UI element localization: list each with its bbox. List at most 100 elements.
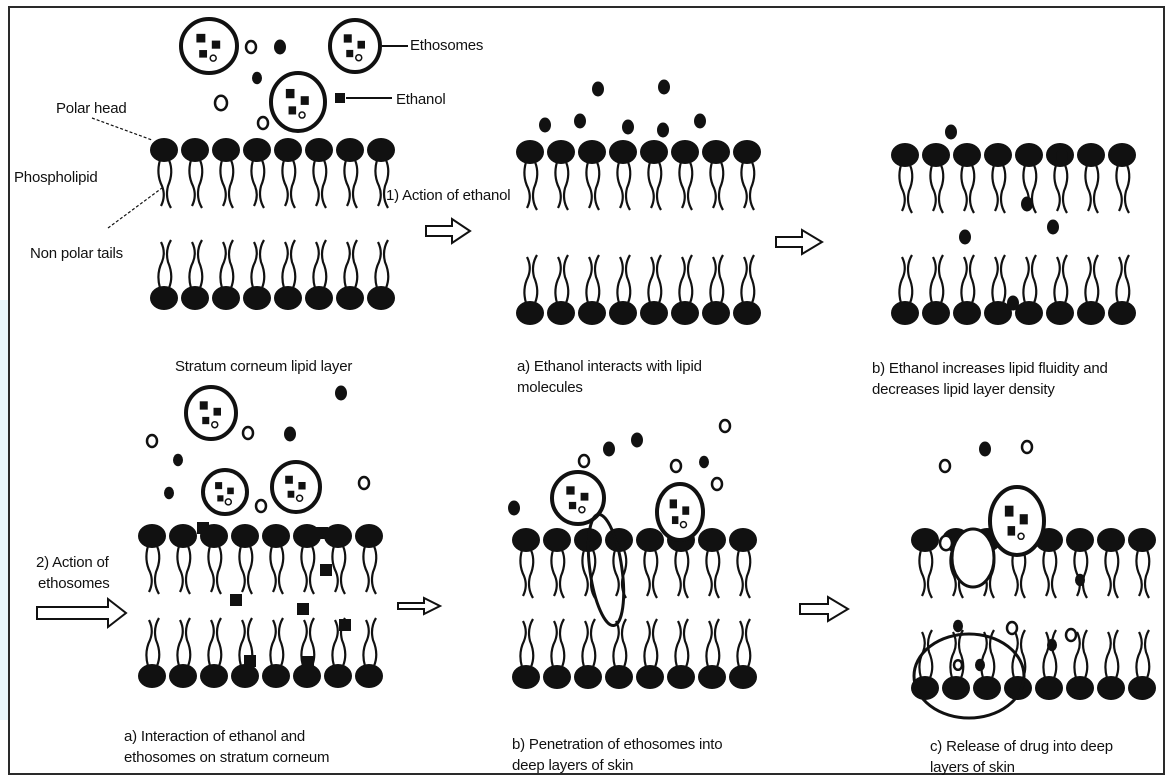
ethanol-molecule: [579, 455, 589, 467]
lipid-tail: [591, 619, 595, 667]
lipid-tail: [344, 160, 349, 206]
lipid-tail: [198, 160, 202, 208]
polar-head: [578, 140, 606, 164]
polar-head: [702, 140, 730, 164]
ethosome-membrane: [657, 484, 703, 540]
ethanol-molecule: [173, 454, 183, 467]
lipid-tail: [229, 160, 233, 208]
drug-particle: [299, 112, 305, 118]
ethanol-molecule: [320, 564, 332, 576]
polar-head: [512, 665, 540, 689]
ethosome-membrane: [181, 19, 237, 73]
lipid-tail: [622, 619, 626, 667]
polar-head: [1066, 676, 1094, 700]
lipid-tail: [653, 550, 657, 598]
arrow-icon: [37, 599, 126, 627]
ethanol-molecule: [508, 501, 520, 516]
caption-line: a) Interaction of ethanol and: [124, 726, 329, 747]
lipid-tail: [564, 255, 568, 303]
lipid-tail: [155, 618, 159, 666]
ethanol-molecule: [246, 41, 256, 53]
lipid-tail: [1023, 257, 1028, 303]
lipid-tail: [688, 255, 692, 303]
lipid-tail: [992, 257, 997, 303]
action-of-ethosomes-label-line2: ethosomes: [38, 574, 110, 593]
lipid-tail: [217, 546, 221, 594]
polar-head: [138, 664, 166, 688]
lipid-tail: [239, 620, 244, 666]
polar-head: [973, 676, 1001, 700]
lipid-tail: [959, 630, 963, 678]
lipid-tail: [1052, 550, 1056, 598]
polar-head: [543, 665, 571, 689]
lipid-tail: [555, 162, 560, 208]
lipid-tail: [626, 255, 630, 303]
lipid-tail: [899, 257, 904, 303]
ethanol-molecule: [1066, 629, 1076, 641]
ethanol-molecule: [258, 117, 268, 129]
lipid-tail: [1094, 165, 1098, 213]
lipid-tail: [229, 240, 233, 288]
drug-particle: [200, 401, 208, 409]
lipid-tail: [750, 162, 754, 210]
caption-line: molecules: [517, 377, 702, 398]
lipid-tail: [341, 546, 345, 594]
drug-particle: [286, 89, 295, 98]
polar-head: [243, 286, 271, 310]
lipid-tail: [644, 550, 649, 596]
ethanol-molecule: [574, 114, 586, 129]
lipid-tail: [146, 546, 151, 592]
ethanol-molecule: [197, 522, 209, 534]
ethanol-molecule: [284, 427, 296, 442]
lipid-tail: [648, 257, 653, 303]
polar-head: [609, 301, 637, 325]
ethosome: [203, 470, 247, 514]
polar-head: [512, 528, 540, 552]
ethanol-molecule: [1007, 622, 1017, 634]
polar-head: [729, 528, 757, 552]
ethosome: [271, 73, 325, 131]
drug-particle: [670, 499, 677, 508]
lipid-tail: [555, 257, 560, 303]
ethanol-molecule: [720, 420, 730, 432]
polar-head: [953, 143, 981, 167]
lipid-tail: [1043, 550, 1048, 596]
lipid-tail: [1116, 165, 1121, 211]
ethanol-molecule: [945, 125, 957, 140]
drug-particle: [356, 55, 362, 61]
ethanol-molecule: [603, 442, 615, 457]
lipid-tail: [177, 546, 182, 592]
lipid-tail: [1125, 165, 1129, 213]
ethanol-molecule: [953, 620, 963, 633]
lipid-tail: [1052, 630, 1056, 678]
lipid-tail: [617, 257, 622, 303]
ethanol-molecule: [940, 460, 950, 472]
ethanol-molecule: [215, 96, 227, 110]
polar-head: [671, 301, 699, 325]
lipid-tail: [1001, 255, 1005, 303]
lipid-tail: [529, 550, 533, 598]
lipid-tail: [322, 240, 326, 288]
ethosome: [330, 20, 380, 72]
lipid-tail: [719, 255, 723, 303]
lipid-tail: [533, 162, 537, 210]
lipid-tail: [1136, 632, 1141, 678]
polar-head: [543, 528, 571, 552]
lipid-tail: [679, 162, 684, 208]
lipid-tail: [529, 619, 533, 667]
polar-head: [1097, 676, 1125, 700]
lipid-tail: [1063, 255, 1067, 303]
ethosome-membrane: [203, 470, 247, 514]
lipid-tail: [737, 621, 742, 667]
drug-particle: [346, 50, 353, 57]
lipid-tail: [564, 162, 568, 210]
drug-particle: [225, 499, 231, 505]
lipid-tail: [310, 546, 314, 594]
ethanol-molecule: [979, 442, 991, 457]
lipid-tail: [1054, 165, 1059, 211]
lipid-tail: [657, 162, 661, 210]
polar-head: [1128, 676, 1156, 700]
lipid-tail: [313, 242, 318, 288]
polar-head: [547, 301, 575, 325]
ethanol-molecule: [671, 460, 681, 472]
